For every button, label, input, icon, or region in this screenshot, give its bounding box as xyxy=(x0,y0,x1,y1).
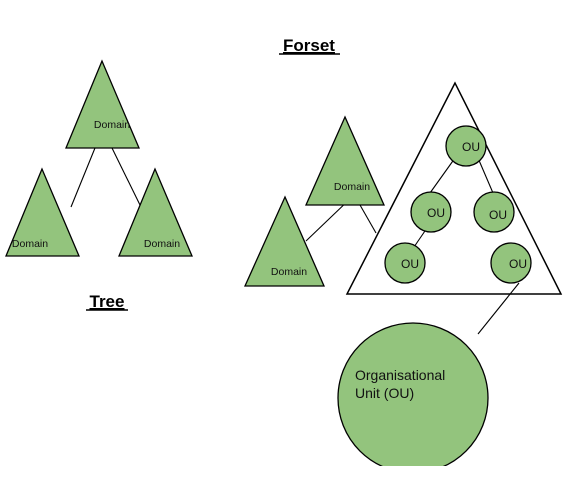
tree-root-domain-label: Domain xyxy=(94,119,130,131)
tree-connector-left xyxy=(70,147,96,208)
ou-detail-label-line1: Organisational xyxy=(355,367,445,383)
ou-label-3: OU xyxy=(489,208,507,222)
tree-root-domain-triangle xyxy=(65,59,140,149)
ou-container-triangle xyxy=(345,81,563,295)
crop-mask xyxy=(330,466,500,481)
ou-circle-5 xyxy=(490,242,532,284)
tree-left-domain-label: Domain xyxy=(12,238,48,250)
forest-title: Forset xyxy=(283,36,335,55)
ou-label-2: OU xyxy=(427,206,445,220)
ou-connector-2 xyxy=(477,157,494,194)
forest-lower-domain-triangle xyxy=(243,195,325,287)
ou-label-4: OU xyxy=(401,257,419,271)
forest-upper-domain-triangle xyxy=(305,115,385,206)
ou-circle-2 xyxy=(410,191,452,233)
ou-circle-1 xyxy=(445,125,487,167)
ou-label-1: OU xyxy=(462,140,480,154)
tree-connector-right xyxy=(111,147,141,206)
forest-upper-domain-label: Domain xyxy=(334,181,370,193)
ou-circle-4 xyxy=(384,242,426,284)
forest-lower-domain-label: Domain xyxy=(271,266,307,278)
tree-title: Tree xyxy=(90,292,125,311)
ou-circle-3 xyxy=(473,191,515,233)
ou-to-detail-connector xyxy=(477,282,520,335)
ou-label-5: OU xyxy=(509,257,527,271)
forest-domain-to-ou-connector xyxy=(359,204,377,234)
tree-right-domain-label: Domain xyxy=(144,238,180,250)
ou-detail-label-line2: Unit (OU) xyxy=(355,385,414,401)
tree-right-domain-triangle xyxy=(118,167,193,257)
ou-connector-1 xyxy=(429,157,456,194)
tree-left-domain-triangle xyxy=(5,167,80,257)
